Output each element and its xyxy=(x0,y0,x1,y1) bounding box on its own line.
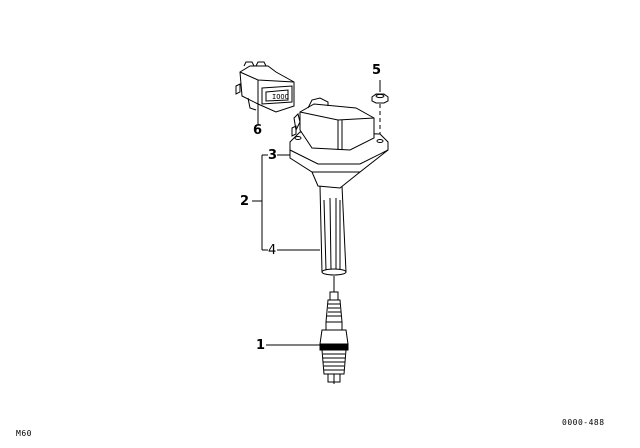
hex-nut-drawing xyxy=(371,93,389,104)
callout-bracket-2 xyxy=(252,154,320,251)
callout-2: 2 xyxy=(240,194,250,209)
spark-plug-drawing xyxy=(319,291,349,384)
connector-marking: IOOO xyxy=(272,93,289,101)
footer-right-code: 0000-488 xyxy=(562,418,605,427)
callout-1: 1 xyxy=(256,338,266,353)
callout-3: 3 xyxy=(268,148,278,163)
callout-4: 4 xyxy=(268,243,277,258)
callout-5: 5 xyxy=(372,63,382,78)
footer-left-code: M60 xyxy=(16,429,32,438)
connector-plug-drawing xyxy=(235,61,295,113)
ignition-coil-drawing xyxy=(289,97,389,276)
callout-6: 6 xyxy=(253,123,263,138)
